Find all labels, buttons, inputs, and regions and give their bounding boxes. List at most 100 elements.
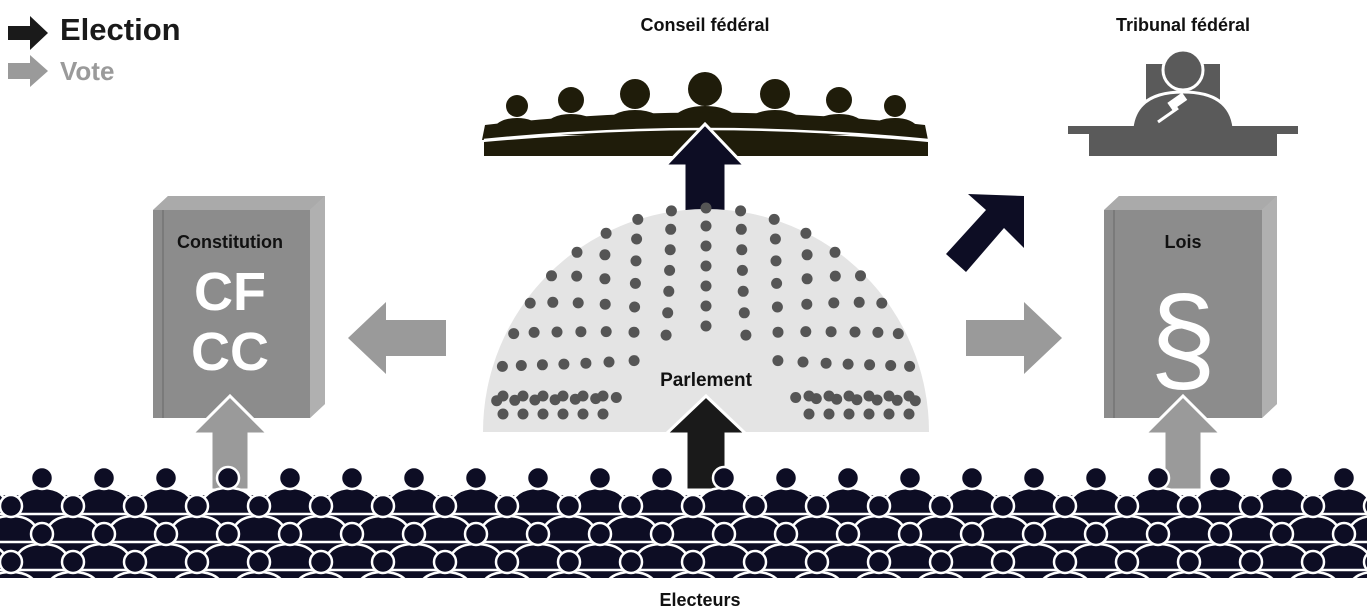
seat-dot (883, 408, 895, 420)
voter-head (1300, 549, 1326, 575)
seat-dot (603, 356, 615, 368)
voter-head (835, 521, 861, 547)
seat-dot (885, 360, 897, 371)
voter-head (928, 493, 954, 519)
seat-dot (797, 356, 809, 368)
voter-head (804, 549, 830, 575)
voter-head (1238, 549, 1264, 575)
voter-head (649, 521, 675, 547)
voter-body (856, 570, 902, 578)
voter-head (1269, 521, 1295, 547)
seat-dot (508, 328, 520, 340)
voter-head (711, 465, 737, 491)
constitution-book-icon (153, 196, 325, 418)
seat-dot (864, 359, 876, 371)
voter-head (1052, 493, 1078, 519)
vote-arrow-parliament-to-lois (966, 302, 1062, 374)
parlement-label: Parlement (660, 370, 753, 391)
seat-dot (803, 390, 815, 402)
voter-head (1052, 549, 1078, 575)
seat-dot (842, 358, 854, 370)
seat-dot (736, 264, 748, 276)
seat-dot (738, 307, 750, 319)
voter-head (680, 493, 706, 519)
seat-dot (853, 296, 865, 308)
voter-head (773, 465, 799, 491)
seat-dot (515, 360, 527, 371)
voter-head (1083, 521, 1109, 547)
voter-head (370, 493, 396, 519)
seat-dot (876, 297, 888, 309)
seat-dot (664, 244, 676, 256)
seat-dot (801, 273, 813, 285)
voter-head (618, 493, 644, 519)
voter-body (794, 570, 840, 578)
vote-arrow-voters-to-lois (1141, 393, 1225, 492)
seat-dot (863, 390, 875, 402)
seat-dot (496, 360, 508, 372)
voter-body (236, 570, 282, 578)
voter-head (773, 521, 799, 547)
seat-dot (828, 297, 840, 309)
seat-dot (740, 329, 752, 341)
voter-body (608, 570, 654, 578)
seat-dot (660, 329, 672, 341)
voter-head (246, 493, 272, 519)
seat-dot (903, 408, 915, 420)
seat-dot (497, 408, 509, 420)
conseil-federal-label: Conseil fédéral (640, 15, 769, 35)
voter-body (174, 570, 220, 578)
seat-dot (735, 205, 747, 217)
voter-head (897, 465, 923, 491)
seat-dot (536, 359, 548, 371)
voter-head (308, 493, 334, 519)
vote-arrow-parliament-to-constitution (348, 302, 446, 374)
voter-head (649, 465, 675, 491)
voter-body (1290, 570, 1336, 578)
seat-dot (801, 249, 813, 261)
voter-body (112, 570, 158, 578)
voter-head (897, 521, 923, 547)
seat-dot (597, 408, 609, 420)
seat-dot (700, 320, 712, 332)
voter-head (339, 465, 365, 491)
voter-head (401, 521, 427, 547)
voter-head (339, 521, 365, 547)
seat-dot (800, 227, 812, 239)
voter-head (556, 549, 582, 575)
seat-dot (904, 360, 916, 372)
seat-dot (700, 260, 712, 272)
seat-dot (843, 408, 855, 420)
voter-head (1021, 521, 1047, 547)
seat-dot (801, 298, 813, 310)
voter-body (546, 570, 592, 578)
voter-body (298, 570, 344, 578)
parlement-hemicycle: Parlement (483, 202, 929, 432)
seat-dot (571, 246, 583, 258)
voter-head (29, 521, 55, 547)
seat-dot (537, 408, 549, 420)
seat-dot (557, 390, 569, 402)
seat-dot (823, 390, 835, 402)
voter-body (1104, 570, 1150, 578)
legend-election-label: Election (60, 12, 181, 47)
seat-dot (843, 390, 855, 402)
voter-body (1042, 570, 1088, 578)
voter-head (1114, 549, 1140, 575)
seat-dot (571, 270, 583, 282)
voter-head (1362, 552, 1367, 572)
seat-dot (597, 390, 609, 402)
voter-head (1145, 521, 1171, 547)
voter-head (463, 521, 489, 547)
voter-head (432, 549, 458, 575)
voter-head (1362, 496, 1367, 516)
voter-head (184, 493, 210, 519)
seat-dot (736, 244, 748, 256)
voter-head (1176, 549, 1202, 575)
seat-dot (903, 390, 915, 402)
seat-dot (610, 392, 622, 403)
voter-head (91, 465, 117, 491)
seat-dot (700, 280, 712, 292)
seat-dot (632, 213, 644, 225)
seat-dot (665, 223, 677, 235)
